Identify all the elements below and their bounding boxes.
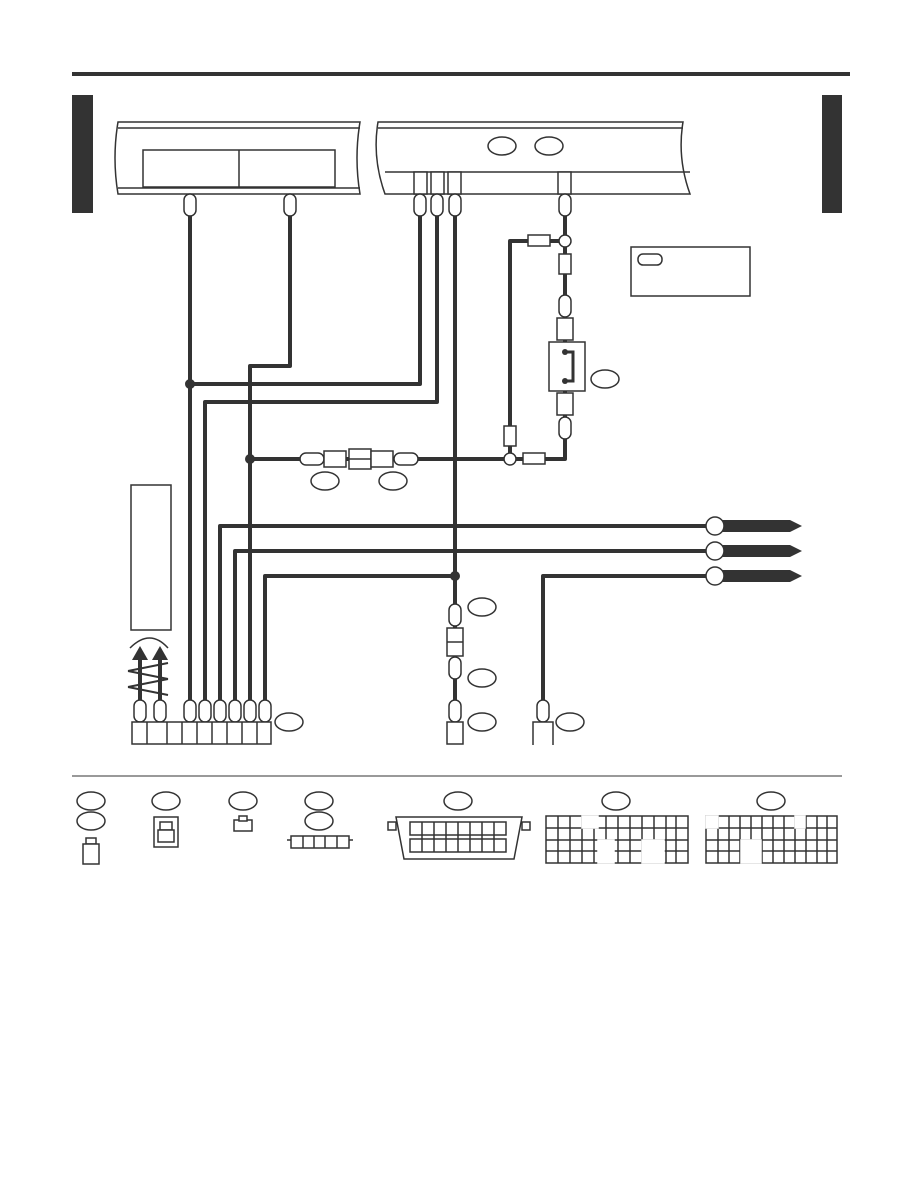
connector-view-ecu-a — [545, 791, 689, 864]
splice-point-icon — [450, 571, 460, 581]
connector-id-icon — [310, 471, 340, 491]
top-pin-terminals — [183, 193, 572, 217]
connector-view-2 — [151, 791, 181, 848]
connector-id-icon — [487, 136, 517, 156]
connector-id-icon — [534, 136, 564, 156]
relay-block — [548, 294, 586, 440]
left-side-tab — [72, 95, 93, 213]
wire-harness — [188, 213, 710, 700]
left-control-unit — [114, 121, 361, 195]
splice-point-icon — [245, 454, 255, 464]
connector-view-4 — [287, 791, 353, 849]
connector-id-icon — [467, 597, 497, 617]
bottom-connector-block — [131, 699, 272, 745]
ground-arrow-icon — [132, 646, 148, 660]
ground-arrow-icon — [152, 646, 168, 660]
connector-view-3 — [228, 791, 258, 832]
connector-id-icon — [467, 668, 497, 688]
connector-id-icon — [555, 712, 585, 732]
connector-id-icon — [590, 369, 620, 389]
connector-view-ecu-b — [705, 791, 838, 864]
right-bottom-terminal — [532, 699, 554, 745]
wire-label-circle — [705, 541, 725, 561]
legend-symbol — [637, 253, 663, 266]
junction-open-icon — [503, 452, 517, 466]
inline-components — [503, 234, 572, 465]
legend-box — [630, 246, 751, 297]
connector-id-icon — [467, 712, 497, 732]
right-side-tab — [822, 95, 842, 213]
outgoing-wire-ends — [705, 516, 802, 586]
coil-unit-body — [130, 484, 172, 631]
wire-label-circle — [705, 566, 725, 586]
junction-open-icon — [558, 234, 572, 248]
connector-view-diagnostic — [387, 791, 531, 860]
wire-label-circle — [705, 516, 725, 536]
connector-id-icon — [274, 712, 304, 732]
splice-point-icon — [185, 379, 195, 389]
connector-view-1 — [76, 791, 106, 865]
center-inline-connector — [446, 603, 464, 745]
coil-unit — [127, 484, 172, 700]
right-control-unit — [375, 121, 692, 195]
inline-connector-pair — [299, 448, 419, 470]
connector-id-icon — [378, 471, 408, 491]
